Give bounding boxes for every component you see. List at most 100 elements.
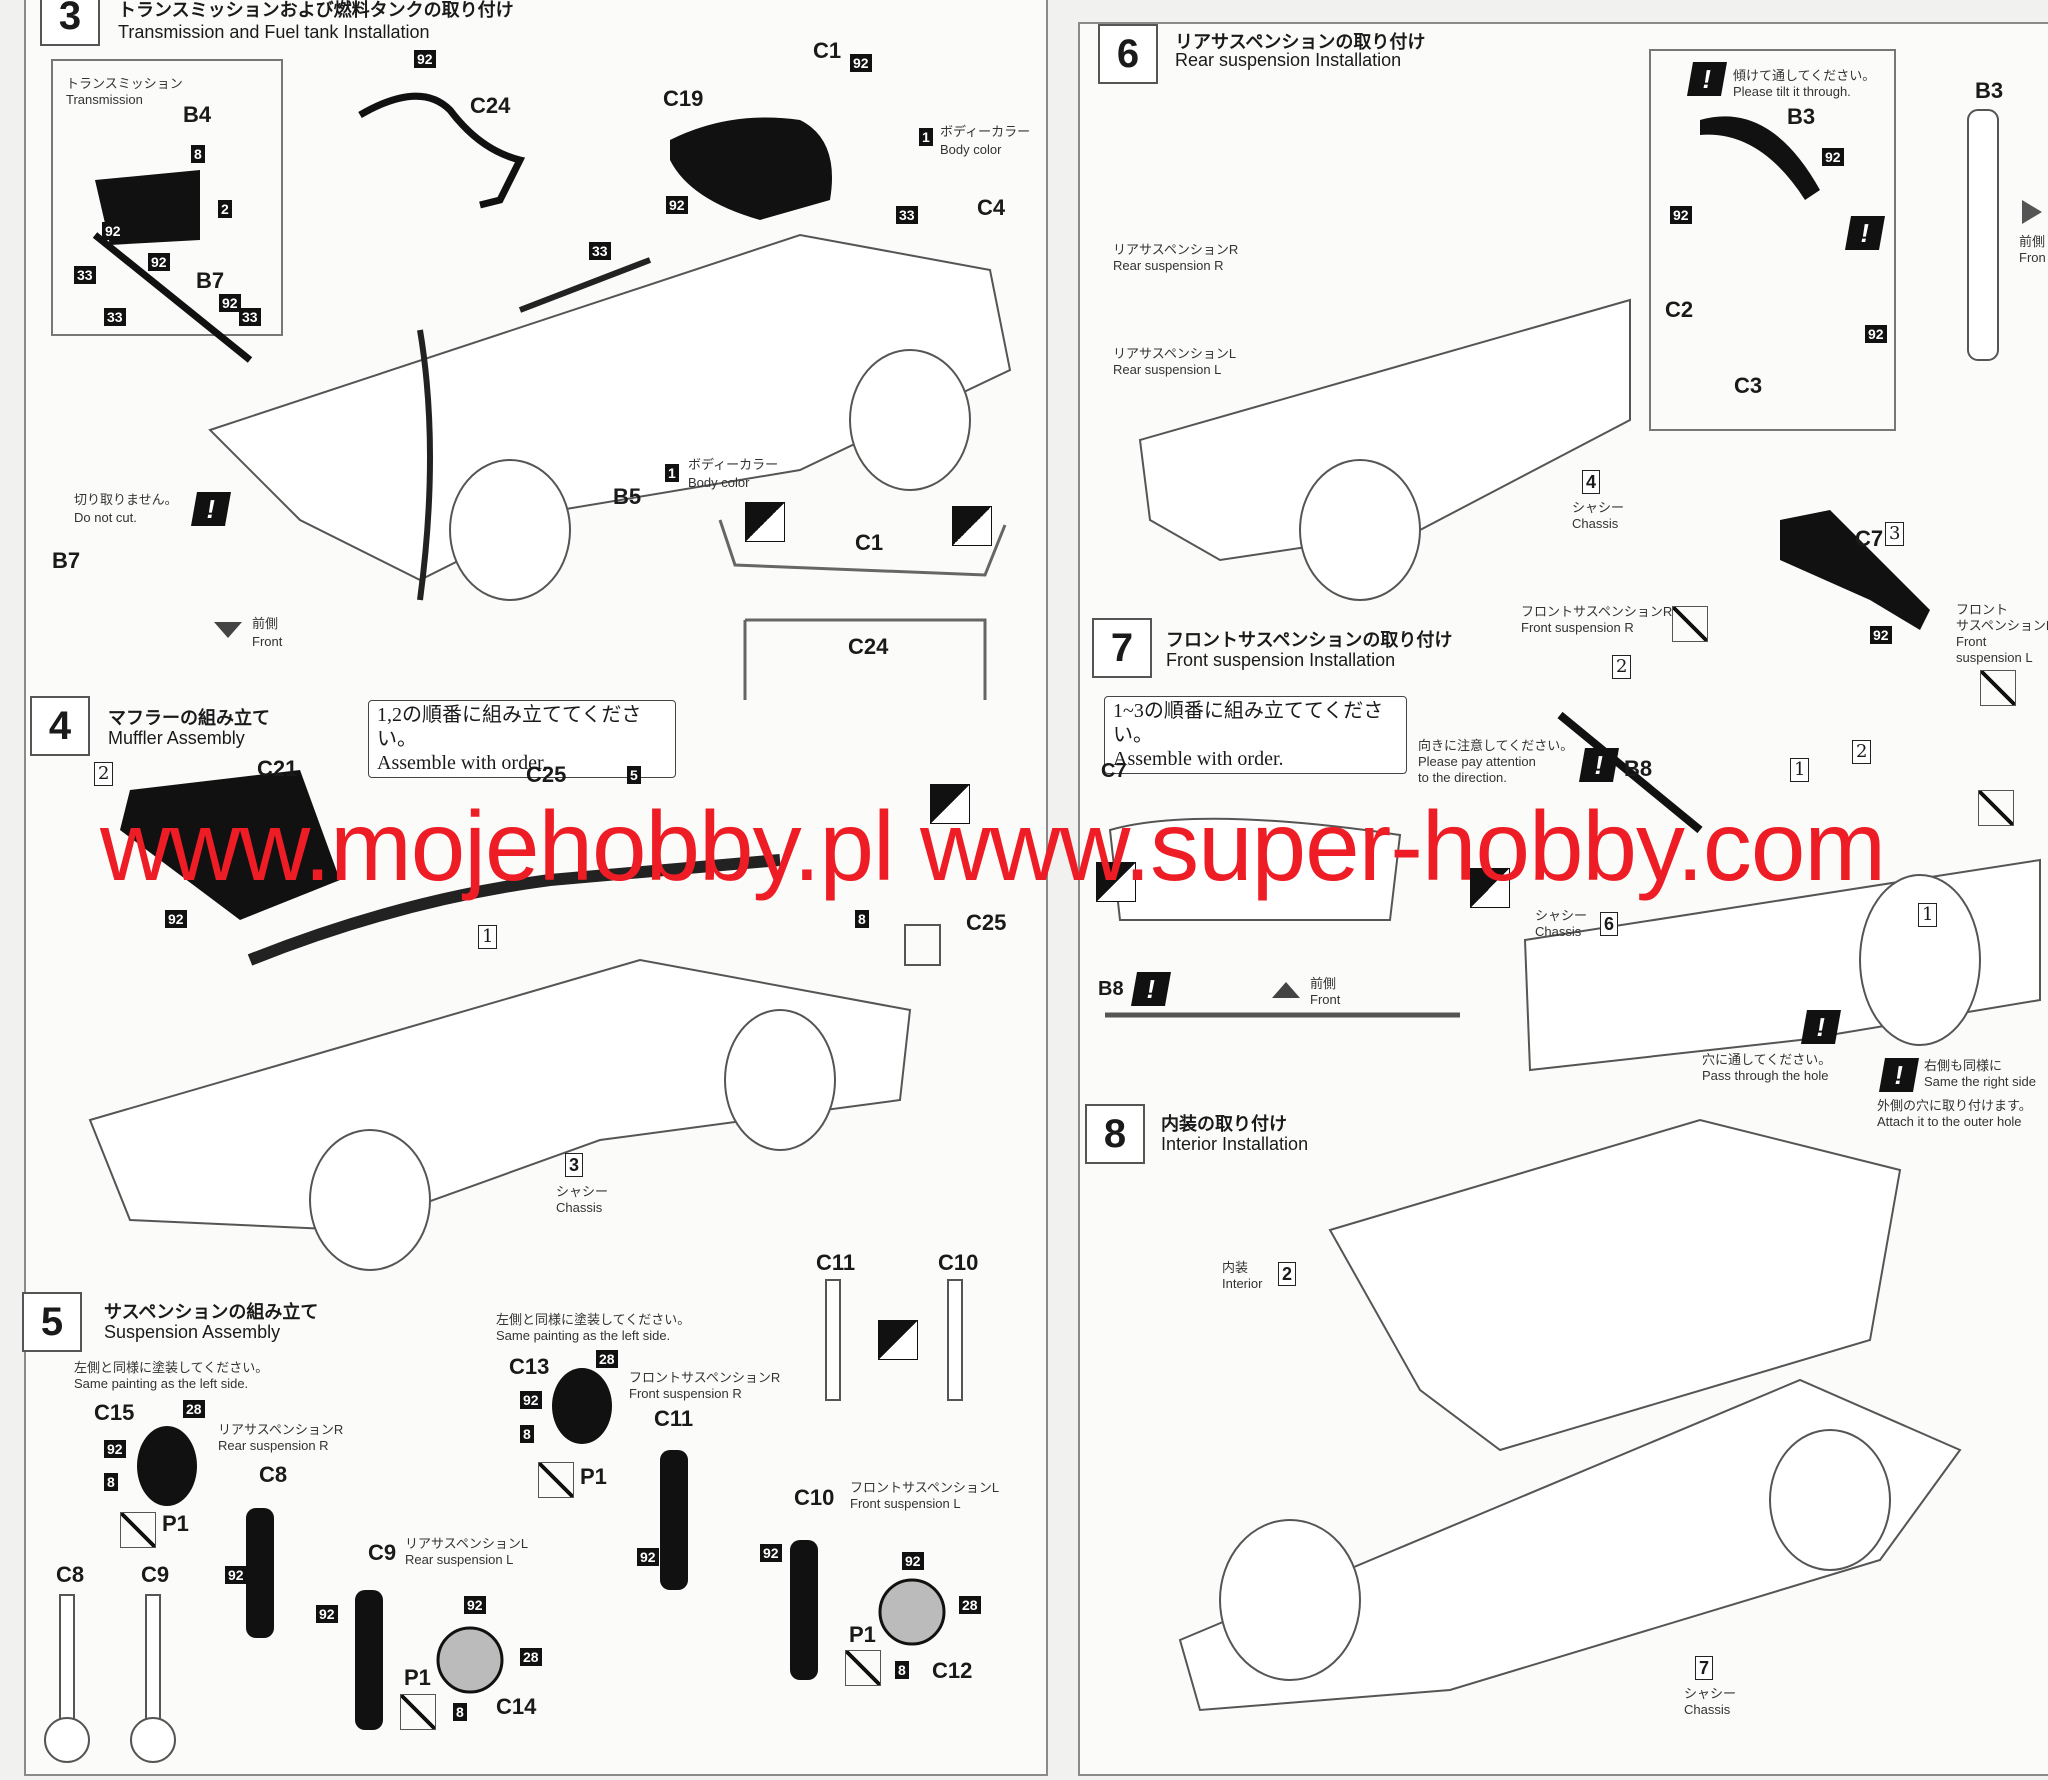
paint-badge: 8: [895, 1661, 909, 1679]
no-glue-icon: [120, 1512, 156, 1548]
part-label: P1: [580, 1464, 607, 1489]
paint-badge: 92: [104, 1440, 126, 1458]
paint-badge: 92: [102, 222, 124, 240]
part-label: C11: [654, 1406, 694, 1431]
order-number: 2: [1852, 740, 1872, 764]
chassis-drawing-step8: [1178, 1378, 1962, 1712]
hub-c15: [137, 1426, 197, 1506]
front-suspension-r-jp: フロントサスペンションR: [1521, 604, 1673, 619]
step-title-jp: フロントサスペンションの取り付け: [1166, 630, 1453, 650]
direction-note-jp: 向きに注意してください。: [1418, 738, 1574, 753]
chassis-label-en: Chassis: [1684, 1702, 1731, 1717]
paint-badge: 1: [919, 128, 933, 146]
part-label: C3: [1734, 373, 1763, 398]
right-side-note-en: Same the right side: [1924, 1074, 2037, 1089]
part-label: P1: [404, 1665, 431, 1690]
paint-badge: 92: [760, 1544, 782, 1562]
paint-badge: 8: [191, 145, 205, 163]
knuckle-c8: [246, 1508, 274, 1638]
paint-badge: 2: [218, 200, 232, 218]
chassis-ref-number: 4: [1582, 470, 1601, 494]
step-number: 7: [1092, 618, 1152, 678]
part-label: B7: [52, 548, 81, 573]
rear-suspension-r-jp: リアサスペンションR: [218, 1422, 344, 1437]
rear-suspension-l-jp: リアサスペンションL: [1113, 346, 1237, 361]
stabilizer-c1-drawing: [718, 519, 1007, 700]
stabilizer-c24: [358, 92, 526, 209]
no-glue-icon: [400, 1694, 436, 1730]
order-number: 2: [94, 762, 114, 786]
paint-badge: 28: [520, 1648, 542, 1666]
chassis-ref-number: 3: [565, 1153, 584, 1177]
front-suspension-l-jp: サスペンションL: [1956, 618, 2048, 633]
paint-icon: [1096, 862, 1136, 902]
front-suspension-r-en: Front suspension R: [1521, 620, 1634, 635]
paint-badge: 92: [414, 50, 436, 68]
part-label: B3: [1787, 104, 1816, 129]
part-label: C2: [1665, 297, 1694, 322]
paint-badge: 33: [896, 206, 918, 224]
paint-badge: 28: [959, 1596, 981, 1614]
paint-icon: [952, 506, 992, 546]
right-side-note-jp: 右側も同様に: [1924, 1058, 2003, 1073]
paint-badge: 5: [627, 766, 641, 784]
part-label: C9: [368, 1540, 397, 1565]
caution-icon: !: [1131, 972, 1171, 1006]
chassis-label-en: Chassis: [1535, 924, 1582, 939]
part-label: B4: [183, 102, 212, 127]
exhaust-c25: [247, 854, 781, 966]
part-label: B5: [613, 484, 642, 509]
no-glue-icon: [1672, 606, 1708, 642]
paint-badge: 33: [74, 266, 96, 284]
same-paint-jp: 左側と同様に塗装してください。: [496, 1312, 691, 1327]
paint-badge: 92: [1870, 626, 1892, 644]
chassis-label-jp: シャシー: [1535, 908, 1588, 923]
part-label: C24: [848, 634, 889, 659]
paint-badge: 33: [589, 242, 611, 260]
part-label: C7: [1101, 760, 1127, 782]
hole-note-en: Pass through the hole: [1702, 1068, 1829, 1083]
rear-suspension-l-jp: リアサスペンションL: [405, 1536, 529, 1551]
step-title-jp: マフラーの組み立て: [108, 708, 270, 728]
knuckle-c9: [355, 1590, 383, 1730]
black-parts: [92, 92, 1930, 1730]
front-suspension-l-en: suspension L: [1956, 650, 2033, 665]
part-label: C14: [496, 1694, 537, 1719]
caution-icon: !: [1579, 748, 1619, 782]
exhaust-pipe: [417, 257, 652, 601]
front-arrow-icon: [1272, 982, 1300, 998]
front-label-en: Front: [1310, 992, 1341, 1007]
paint-badge: 33: [104, 308, 126, 326]
no-glue-icon: [1980, 670, 2016, 706]
part-label: C12: [932, 1658, 973, 1683]
step-number: 8: [1085, 1104, 1145, 1164]
rear-suspension-l-en: Rear suspension L: [1113, 362, 1222, 377]
chassis-drawing-step3: [208, 233, 1012, 582]
rear-suspension-r-en: Rear suspension R: [218, 1438, 329, 1453]
part-label: B3: [1975, 78, 2004, 103]
caution-icon: !: [1687, 62, 1727, 96]
step-number: 6: [1098, 24, 1158, 84]
caution-icon: !: [1845, 216, 1885, 250]
step-number: 3: [40, 0, 100, 46]
do-not-cut-jp: 切り取りません。: [74, 492, 178, 507]
step-number: 5: [22, 1292, 82, 1352]
tilt-note-en: Please tilt it through.: [1733, 84, 1851, 99]
caution-icon: !: [1879, 1058, 1919, 1092]
step-title-en: Front suspension Installation: [1166, 650, 1396, 670]
order-number: 2: [1612, 655, 1632, 679]
direction-note-en: to the direction.: [1418, 770, 1507, 785]
crossmember-c7: [1780, 510, 1930, 630]
part-label: C7: [1855, 526, 1884, 551]
paint-icon: [878, 1320, 918, 1360]
chassis-ref-number: 6: [1600, 912, 1619, 936]
part-label: C9: [141, 1562, 170, 1587]
paint-badge: 33: [239, 308, 261, 326]
same-paint-en: Same painting as the left side.: [496, 1328, 671, 1343]
front-suspension-l-en: Front suspension L: [850, 1496, 961, 1511]
inset-label-jp: トランスミッション: [66, 76, 183, 91]
muffler-c21: [120, 770, 340, 920]
step-title-jp: 内装の取り付け: [1161, 1114, 1287, 1134]
tower-bar-b3: [1700, 116, 1820, 200]
